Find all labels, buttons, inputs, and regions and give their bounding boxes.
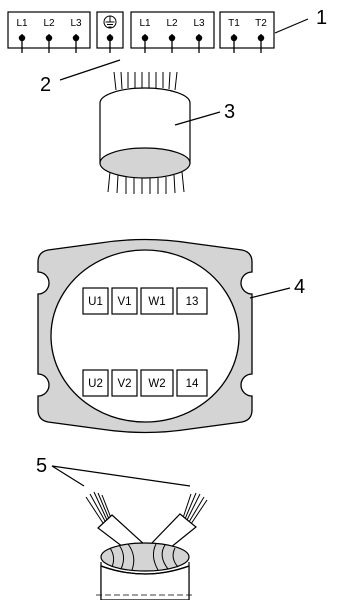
terminal-label: T1	[228, 18, 240, 29]
plate-ring	[37, 238, 253, 434]
plate-label: 14	[186, 378, 199, 390]
cylinder-bottom	[99, 147, 191, 179]
pin	[106, 34, 114, 53]
pin	[195, 34, 203, 53]
earth-ground-icon	[103, 15, 117, 29]
plate-terminals	[82, 287, 208, 397]
terminal-label: L2	[166, 18, 178, 29]
strands-left	[85, 491, 112, 524]
plate-label: V1	[117, 296, 131, 308]
callout-leader-5a	[51, 465, 85, 487]
terminal-label: L1	[16, 18, 28, 29]
pin	[230, 34, 238, 53]
pin	[45, 34, 53, 53]
core-twist	[109, 543, 179, 571]
plate-label: W1	[148, 296, 165, 308]
plate-terminal-u1	[82, 287, 109, 315]
terminal-label: T2	[255, 18, 267, 29]
plate-terminal-u2	[82, 369, 109, 397]
pin	[141, 34, 149, 53]
callout-5: 5	[36, 455, 47, 477]
pin	[168, 34, 176, 53]
plate-terminal-w1	[140, 287, 174, 315]
callout-4: 4	[294, 276, 305, 298]
pin	[18, 34, 26, 53]
plate-terminal-13	[176, 287, 208, 315]
terminal-block-c	[219, 11, 275, 49]
terminal-label: L1	[139, 18, 151, 29]
callout-leader-2	[59, 59, 121, 81]
plate-terminal-14	[176, 369, 208, 397]
callout-2: 2	[40, 74, 51, 96]
strands-right	[182, 492, 208, 525]
callout-leader-3	[174, 111, 221, 126]
plate-label: 13	[186, 296, 199, 308]
plate-label: U1	[88, 296, 103, 308]
top-wires	[113, 71, 178, 91]
plate-terminal-v1	[111, 287, 138, 315]
plate-label: U2	[88, 378, 103, 390]
plate-label: V2	[117, 378, 131, 390]
plate-terminal-w2	[140, 369, 174, 397]
terminal-label: L2	[43, 18, 55, 29]
terminal-plate	[37, 238, 253, 434]
callout-leader-5b	[51, 465, 191, 487]
callout-1: 1	[316, 7, 327, 29]
cable-bundle	[99, 71, 191, 194]
plate-terminal-v2	[111, 369, 138, 397]
bottom-wires	[107, 171, 185, 194]
callout-3: 3	[224, 101, 235, 123]
terminal-label: L3	[70, 18, 82, 29]
callout-leader-1	[274, 18, 309, 34]
cable-core	[100, 542, 190, 572]
pin	[72, 34, 80, 53]
stripped-cable	[85, 491, 208, 600]
terminal-label: L3	[193, 18, 205, 29]
terminal-pins	[18, 34, 265, 53]
callout-leader-4	[249, 287, 291, 299]
plate-label: W2	[148, 378, 165, 390]
pin	[257, 34, 265, 53]
